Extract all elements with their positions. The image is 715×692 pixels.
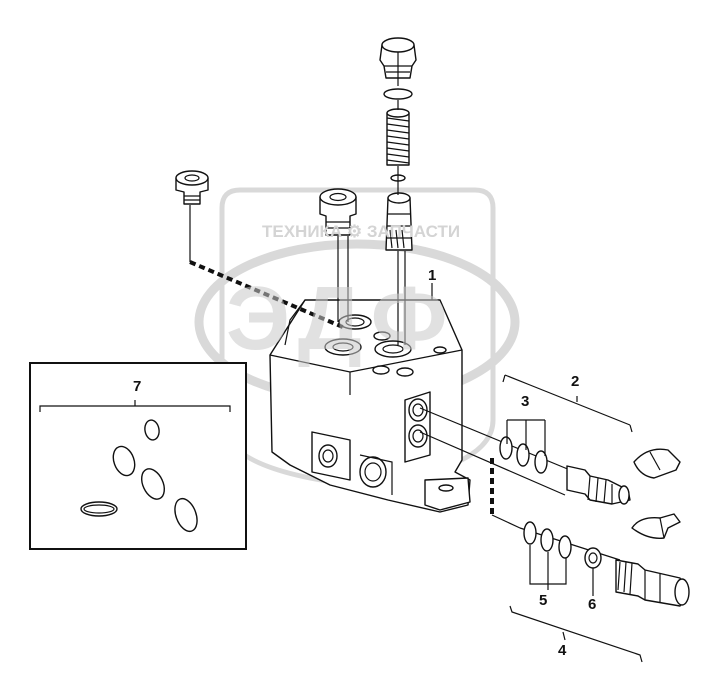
watermark-text: ТЕХНИКА ⚙ ЗАПЧАСТИ xyxy=(262,222,461,241)
check-valve-fitting xyxy=(615,559,690,607)
callout-6: 6 xyxy=(588,596,597,613)
plug-left xyxy=(175,170,209,205)
dashed-path-plug-left xyxy=(189,260,346,330)
cap-lower xyxy=(631,513,681,539)
washer-6 xyxy=(584,547,602,569)
callout-5: 5 xyxy=(539,592,548,609)
relief-valve xyxy=(566,465,631,505)
o-ring-top xyxy=(383,88,413,100)
seal-kit-box xyxy=(29,362,247,550)
bracket-4 xyxy=(509,605,643,663)
bracket-3 xyxy=(506,419,546,456)
o-ring-5c xyxy=(558,535,572,559)
valve-spool xyxy=(385,192,413,251)
bracket-5 xyxy=(529,545,567,590)
leader-plug-middle xyxy=(337,236,349,322)
o-ring-3a xyxy=(499,436,513,460)
spring xyxy=(386,108,410,166)
watermark-logo-letters: ЭДФ xyxy=(226,269,458,369)
bracket-2 xyxy=(502,374,633,433)
callout-3: 3 xyxy=(521,393,530,410)
o-ring-5b xyxy=(540,528,554,552)
o-ring-5a xyxy=(523,521,537,545)
o-ring-3b xyxy=(516,443,530,467)
cap-upper xyxy=(633,448,681,479)
plug-middle xyxy=(319,188,357,236)
callout-1: 1 xyxy=(428,267,437,284)
callout-7: 7 xyxy=(133,378,142,395)
o-ring-3c xyxy=(534,450,548,474)
leader-valve-stack xyxy=(397,52,406,345)
valve-cap-top xyxy=(379,37,417,79)
callout-2: 2 xyxy=(571,373,580,390)
callout-4: 4 xyxy=(558,642,567,659)
valve-housing xyxy=(269,299,471,513)
